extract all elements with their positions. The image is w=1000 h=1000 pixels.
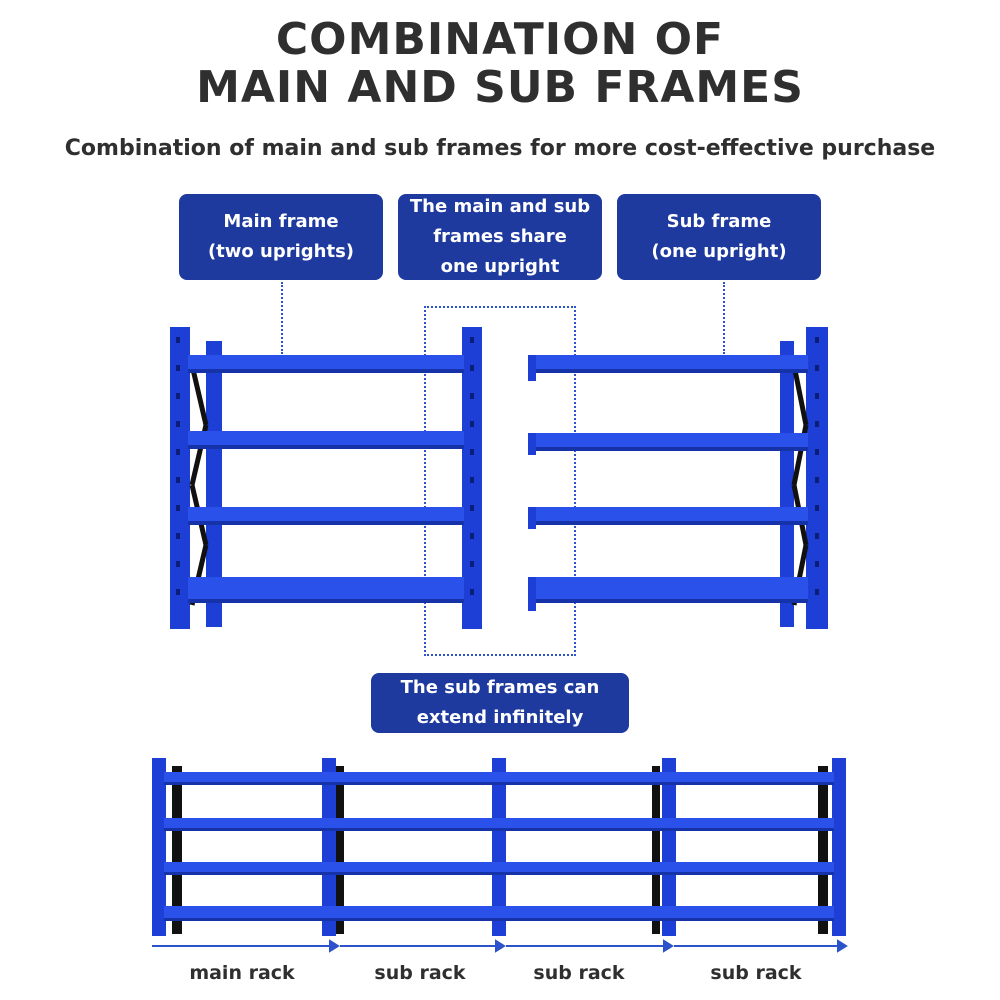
sub-shelf-3 [528,507,808,521]
combined-shelf-1 [164,772,834,782]
extend-callout-line-1: The sub frames can [400,677,600,698]
shared-callout-line-3: one upright [440,256,560,277]
main-shelf-4 [188,577,464,599]
combined-upright-1 [152,758,166,936]
main-shelf-3 [188,507,464,521]
sub-shelf-4 [528,577,808,599]
combined-upright-5 [832,758,846,936]
combined-rack [152,758,846,936]
sub-bracing [791,364,809,606]
combined-upright-4 [662,758,676,936]
extend-callout: The sub frames can extend infinitely [371,673,629,733]
main-left-upright-back [206,341,222,627]
sub-holes [815,337,819,595]
rack-label-sub-3: sub rack [710,962,802,984]
sub-frame-callout: Sub frame (one upright) [617,194,821,280]
main-shelf-2 [188,431,464,445]
main-frame-callout-line-2: (two uprights) [207,241,355,262]
rack-label-sub-1: sub rack [374,962,466,984]
main-frame-callout: Main frame (two uprights) [179,194,383,280]
shared-upright-callout: The main and sub frames share one uprigh… [398,194,602,280]
shared-callout-line-2: frames share [433,226,567,247]
subtitle: Combination of main and sub frames for m… [64,136,936,161]
shared-upright-highlight [424,306,576,656]
main-frame-callout-line-1: Main frame [223,211,339,232]
combined-shelf-3 [164,862,834,872]
main-shelf-1 [188,355,464,369]
combined-upright-2 [322,758,336,936]
sub-frame-connector [723,282,725,354]
rack-label-main: main rack [189,962,295,984]
rack-span-arrows [152,939,848,953]
main-frame-connector [281,282,283,354]
sub-frame-callout-line-2: (one upright) [651,241,787,262]
rack-label-sub-2: sub rack [533,962,625,984]
extend-callout-line-2: extend infinitely [416,707,584,728]
sub-shelf-1 [528,355,808,369]
sub-upright-back [780,341,794,627]
combined-shelf-2 [164,818,834,828]
title-line-1: COMBINATION OF [275,14,725,65]
main-left-bracing [189,364,209,606]
sub-shelf-2 [528,433,808,447]
main-right-holes [470,337,474,595]
combined-upright-3 [492,758,506,936]
sub-frame-rack [528,327,828,629]
title-line-2: MAIN AND SUB FRAMES [196,62,804,113]
combined-shelf-4 [164,906,834,918]
sub-frame-callout-line-1: Sub frame [666,211,772,232]
main-left-holes [176,337,180,595]
shared-callout-line-1: The main and sub [409,196,591,217]
main-frame-rack [170,327,482,629]
